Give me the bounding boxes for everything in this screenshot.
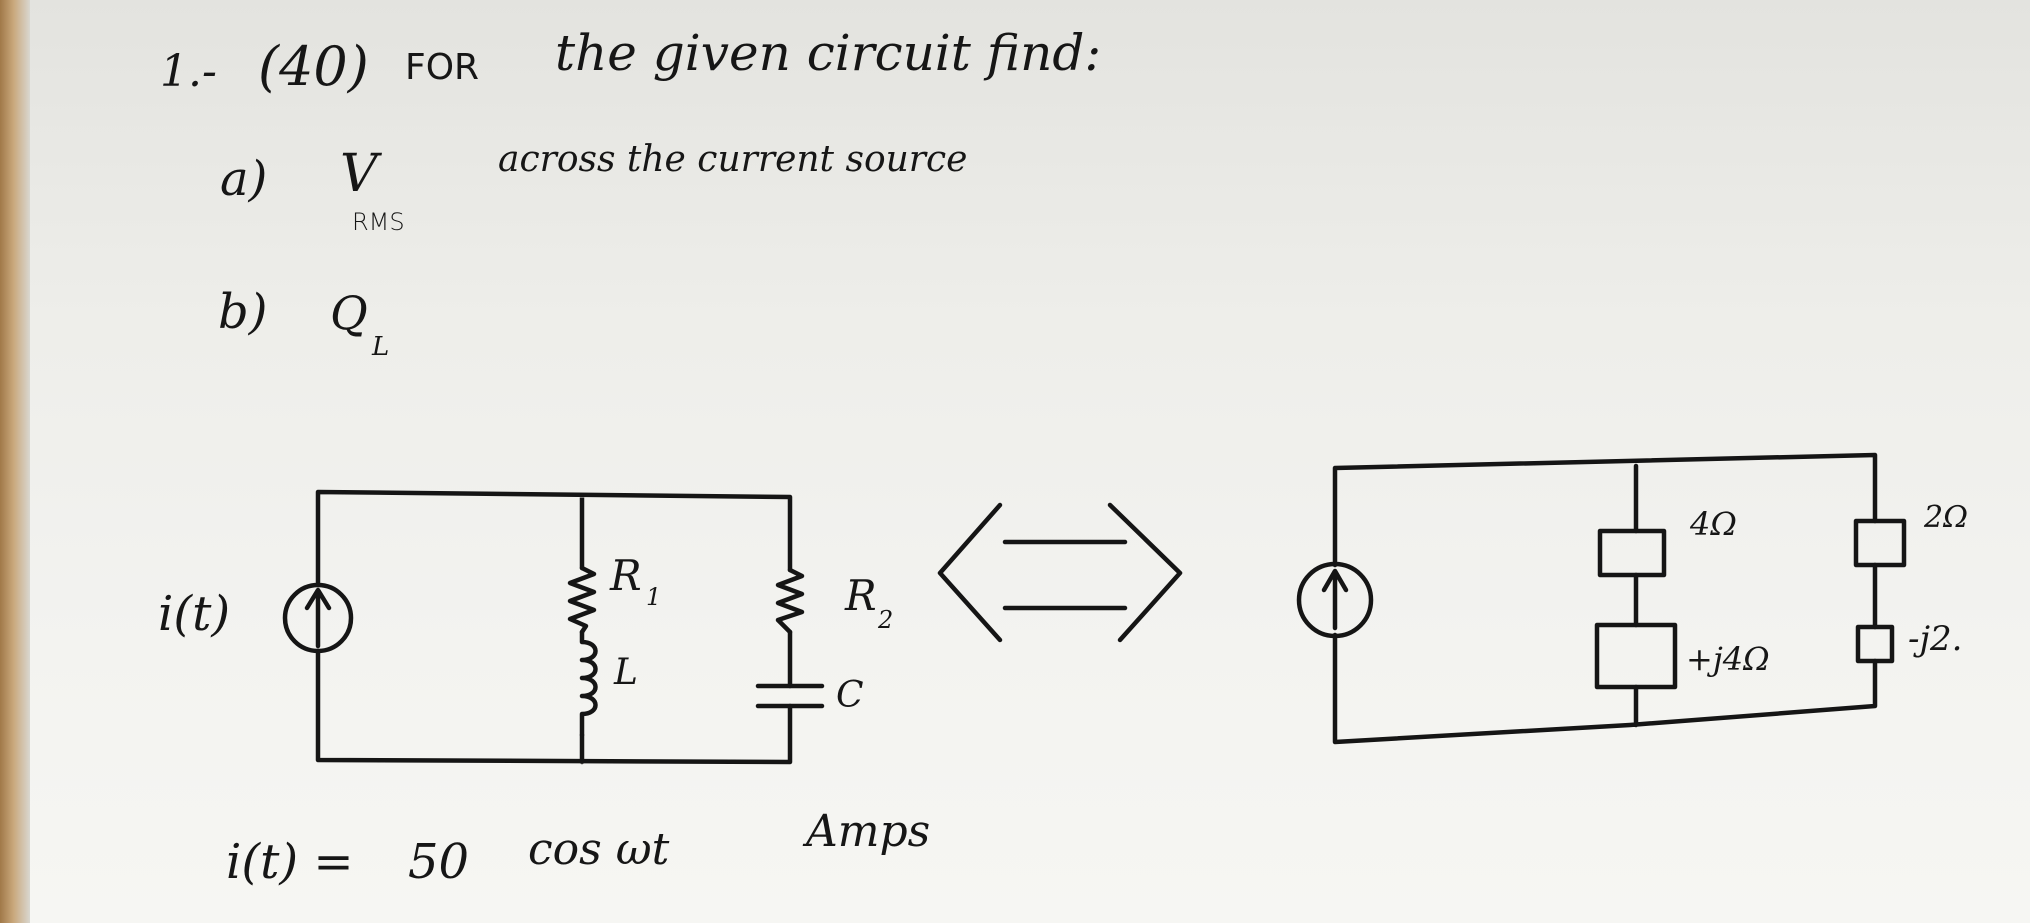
- right-current-source: [1296, 561, 1374, 639]
- part-b-letter: b): [218, 284, 268, 340]
- inductor-label: L: [614, 652, 638, 693]
- desk-edge: [0, 0, 30, 923]
- equation-unit: Amps: [806, 806, 931, 857]
- equation-amplitude: 50: [408, 834, 470, 890]
- equation-function: cos ωt: [528, 824, 670, 875]
- source-label-left: i(t): [158, 586, 231, 642]
- left-circuit-wires: [315, 489, 793, 765]
- left-current-source: [282, 582, 354, 654]
- problem-intro: the given circuit find:: [555, 24, 1102, 82]
- z-boxes: [1594, 518, 1907, 690]
- r1-impedance-label: 4Ω: [1690, 505, 1737, 543]
- problem-number: 1.-: [160, 46, 217, 97]
- part-a-symbol: V: [340, 144, 378, 204]
- equivalence-arrow: [937, 502, 1183, 643]
- r2-resistor: [775, 567, 805, 635]
- capacitor: [755, 683, 825, 709]
- part-a-letter: a): [220, 151, 268, 207]
- problem-for-word: FOR: [405, 47, 480, 88]
- problem-points: (40): [258, 35, 369, 98]
- inductor: [579, 629, 598, 738]
- r1-resistor: [567, 565, 597, 635]
- equation-lhs: i(t) =: [226, 834, 354, 890]
- part-a-subscript: RMS: [352, 208, 405, 236]
- l-impedance-label: +j4Ω: [1686, 640, 1770, 678]
- capacitor-label: C: [836, 675, 864, 716]
- r2-label: R: [845, 571, 877, 620]
- r2-impedance-label: 2Ω: [1924, 500, 1968, 535]
- part-b-subscript: L: [372, 332, 390, 362]
- r1-subscript: 1: [646, 583, 662, 611]
- part-a-text: across the current source: [498, 139, 968, 180]
- r1-label: R: [610, 551, 642, 600]
- r2-subscript: 2: [878, 606, 894, 634]
- part-b-symbol: Q: [330, 286, 368, 340]
- c-impedance-label: -j2.: [1908, 619, 1963, 659]
- right-circuit-wires: [1332, 452, 1878, 745]
